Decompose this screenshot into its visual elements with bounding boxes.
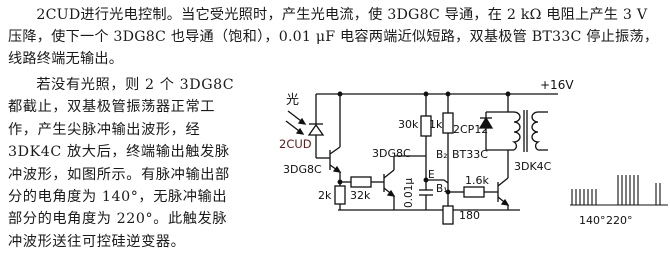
supply-label: +16V bbox=[540, 78, 574, 92]
transformer-icon bbox=[508, 110, 548, 152]
q3-label: 3DK4C bbox=[514, 160, 552, 173]
resistor-1k bbox=[442, 112, 454, 134]
ujt-label: BT33C bbox=[452, 148, 488, 161]
r-base-label: 32k bbox=[350, 189, 371, 202]
waveform-on-label: 140° bbox=[579, 214, 606, 227]
intro-paragraph: 2CUD进行光电控制。当它受光照时，产生光电流，使 3DG8C 导通，在 2 k… bbox=[8, 7, 659, 67]
body-paragraph: 若没有光照，则 2 个 3DG8C 都截止，双基极管振荡器正常工作，产生尖脉冲输… bbox=[8, 77, 235, 250]
waveform-off-label: 220° bbox=[606, 214, 633, 227]
circuit-diagram: +16V 光 2CUD 3DG8C 2k 32k bbox=[279, 78, 668, 227]
pin-b1-label: B₁ bbox=[436, 183, 447, 195]
transistor-q3 bbox=[497, 150, 510, 210]
r-b2-label: 1k bbox=[429, 118, 443, 131]
pin-b2-label: B₂ bbox=[436, 149, 447, 161]
photodiode-label: 2CUD bbox=[279, 137, 312, 151]
diode-label: 2CP12 bbox=[453, 123, 488, 136]
resistor-32k bbox=[350, 176, 372, 188]
transistor-q1 bbox=[316, 91, 343, 186]
resistor-180 bbox=[442, 205, 454, 225]
resistor-2k bbox=[334, 185, 346, 205]
light-arrows-icon bbox=[285, 110, 307, 135]
diode-2cp12 bbox=[478, 111, 508, 151]
r-emitter-label: 2k bbox=[318, 189, 332, 202]
q1-label: 3DG8C bbox=[283, 163, 322, 176]
q2-label: 3DG8C bbox=[372, 147, 411, 160]
photodiode-2cud bbox=[307, 94, 325, 158]
supply-rail bbox=[316, 91, 558, 112]
light-label: 光 bbox=[286, 93, 299, 108]
r-b1-label: 180 bbox=[459, 209, 480, 222]
r-collector-label: 30k bbox=[398, 118, 419, 131]
cap-label: 0.01μ bbox=[403, 178, 415, 208]
transistor-q2 bbox=[383, 156, 396, 210]
resistor-1-6k bbox=[463, 186, 485, 198]
output-waveform bbox=[570, 175, 668, 206]
r-out-label: 1.6k bbox=[465, 174, 489, 187]
pin-e-label: E bbox=[428, 169, 435, 181]
capacitor-001u bbox=[419, 189, 433, 210]
